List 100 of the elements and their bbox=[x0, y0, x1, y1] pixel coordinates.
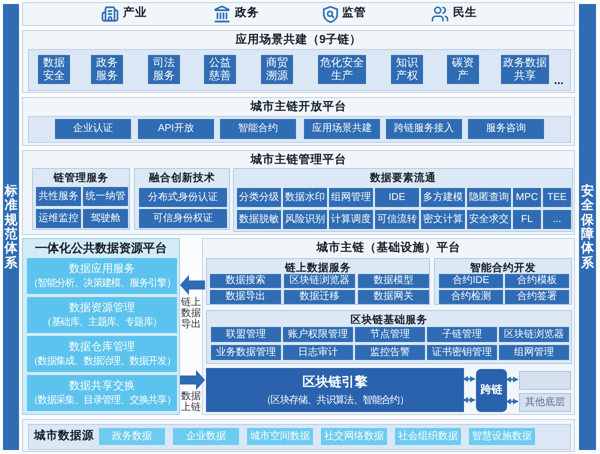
data-source-tile: 社交网络数据 bbox=[321, 428, 387, 445]
group-title: 数据要素流通 bbox=[370, 171, 436, 185]
service-tile: TEE bbox=[543, 188, 571, 207]
block-title: 数据共享交换 bbox=[69, 380, 135, 392]
double-arrow bbox=[506, 377, 518, 382]
platform-panel bbox=[22, 97, 575, 146]
service-tile: 商贸溯源 bbox=[261, 55, 293, 84]
service-tile: 可信流转 bbox=[375, 210, 419, 229]
edge-label: 链上数据导出 bbox=[180, 297, 202, 330]
service-tile: 政务数据共享 bbox=[501, 55, 549, 84]
service-tile: IDE bbox=[375, 188, 419, 207]
group-title: 链管理服务 bbox=[54, 171, 108, 185]
service-tile: 碳资产 bbox=[447, 55, 479, 84]
platform-panel bbox=[22, 30, 575, 93]
group-title: 区块链基础服务 bbox=[350, 313, 428, 327]
service-tile: API开放 bbox=[138, 119, 214, 139]
cross-chain-block: 跨链 bbox=[476, 369, 507, 412]
chain-block bbox=[519, 371, 571, 390]
block-title: 区块链引擎 bbox=[302, 374, 368, 388]
service-block bbox=[27, 297, 177, 333]
service-tile: 分布式身份认证 bbox=[139, 188, 227, 207]
service-tile: 可信身份权证 bbox=[139, 209, 227, 228]
service-tile: 风险识别 bbox=[283, 210, 327, 229]
service-tile: 合约模板 bbox=[505, 274, 569, 288]
platform-panel bbox=[202, 238, 575, 415]
panel-title: 应用场景共建（9子链） bbox=[235, 33, 362, 47]
service-tile: 服务咨询 bbox=[468, 119, 544, 139]
data-source-tile: 社会组织数据 bbox=[395, 428, 461, 445]
block-arrow bbox=[180, 370, 205, 390]
double-arrow bbox=[463, 398, 475, 402]
service-tile: 企业认证 bbox=[55, 119, 131, 139]
service-tile: 共性服务 bbox=[36, 187, 81, 206]
panel-title: 一体化公共数据资源平台 bbox=[35, 241, 167, 255]
service-group bbox=[206, 258, 430, 305]
service-tile: 数据水印 bbox=[283, 188, 327, 207]
service-group bbox=[233, 168, 573, 232]
service-tile: 合约IDE bbox=[439, 274, 503, 288]
service-tile: 统一纳管 bbox=[83, 187, 128, 206]
service-tile: 安全求交 bbox=[467, 210, 511, 229]
service-tile: 合约签署 bbox=[505, 290, 569, 304]
panel-note: ... bbox=[554, 74, 564, 88]
service-tile: 监控告警 bbox=[355, 345, 425, 360]
service-group bbox=[434, 258, 572, 305]
engine-block bbox=[206, 368, 464, 412]
service-tile: 应用场景共建 bbox=[304, 119, 380, 139]
block-title: 数据仓库管理 bbox=[69, 340, 135, 354]
block-subtitle: （数据集成、数据治理、数据开发） bbox=[28, 356, 176, 368]
category-label: 政务 bbox=[235, 6, 259, 22]
side-label: 安全保障体系 bbox=[581, 184, 594, 270]
panel-title: 城市数据源 bbox=[34, 429, 94, 443]
service-block bbox=[27, 375, 177, 411]
block-subtitle: （智能分析、决策建模、服务引擎） bbox=[28, 278, 176, 290]
service-tile: 知识产权 bbox=[391, 55, 423, 84]
group-title: 智能合约开发 bbox=[470, 261, 536, 275]
platform-panel bbox=[22, 150, 575, 235]
service-tile: 运维监控 bbox=[36, 209, 81, 228]
service-tile: 驾驶舱 bbox=[83, 209, 128, 228]
service-block bbox=[27, 336, 177, 372]
side-label: 标准规范体系 bbox=[4, 184, 18, 270]
block-subtitle: （基础库、主题库、专题库） bbox=[42, 316, 162, 328]
service-tile: 分类分级 bbox=[237, 188, 281, 207]
service-tile: 日志审计 bbox=[283, 345, 353, 360]
service-tile: 密文计算 bbox=[421, 210, 465, 229]
data-source-tile: 智慧设施数据 bbox=[469, 428, 535, 445]
chain-block: 其他底层 bbox=[519, 393, 571, 412]
service-tile: 数据导出 bbox=[210, 290, 281, 304]
edge-label: 数据上链 bbox=[180, 391, 202, 413]
service-tile: 数据搜索 bbox=[210, 274, 281, 288]
service-tile: 证书密钥管理 bbox=[427, 345, 497, 360]
service-group bbox=[134, 168, 230, 230]
block-subtitle: （区块存储、共识算法、智能合约） bbox=[261, 394, 409, 406]
service-tile: 隐匿查询 bbox=[467, 188, 511, 207]
data-source-tile: 政务数据 bbox=[99, 428, 165, 445]
block-title: 数据应用服务 bbox=[69, 262, 135, 276]
service-group bbox=[206, 310, 572, 364]
category-label: 产业 bbox=[123, 5, 147, 22]
category-label: 民生 bbox=[453, 5, 477, 22]
service-tile: 数据模型 bbox=[358, 274, 429, 288]
service-tile: 数据脱敏 bbox=[237, 210, 281, 229]
side-band bbox=[579, 4, 596, 450]
service-tile: 联盟管理 bbox=[211, 327, 281, 342]
service-tile: 司法服务 bbox=[148, 55, 180, 84]
service-group bbox=[32, 168, 130, 230]
platform-panel bbox=[22, 238, 180, 415]
service-tile: 数据安全 bbox=[38, 55, 70, 84]
service-tile: 计算调度 bbox=[329, 210, 373, 229]
panel-title: 城市主链（基础设施）平台 bbox=[316, 241, 460, 255]
service-tile: 区块链浏览器 bbox=[499, 327, 569, 342]
side-band bbox=[3, 4, 19, 450]
service-tile: 跨链服务接入 bbox=[386, 119, 462, 139]
group-title: 链上数据服务 bbox=[285, 261, 351, 274]
block-subtitle: （数据采集、目录管理、交换共享） bbox=[28, 394, 176, 406]
service-tile: 危化安全生产 bbox=[318, 55, 366, 84]
service-tile: 数据迁移 bbox=[284, 290, 355, 304]
category-label: 监管 bbox=[342, 5, 366, 22]
service-tile: 账户权限管理 bbox=[283, 327, 353, 342]
service-tile: 公益慈善 bbox=[204, 55, 236, 84]
category-bar bbox=[22, 2, 575, 26]
panel-title: 城市主链管理平台 bbox=[250, 153, 346, 167]
service-tile: MPC bbox=[513, 188, 541, 207]
